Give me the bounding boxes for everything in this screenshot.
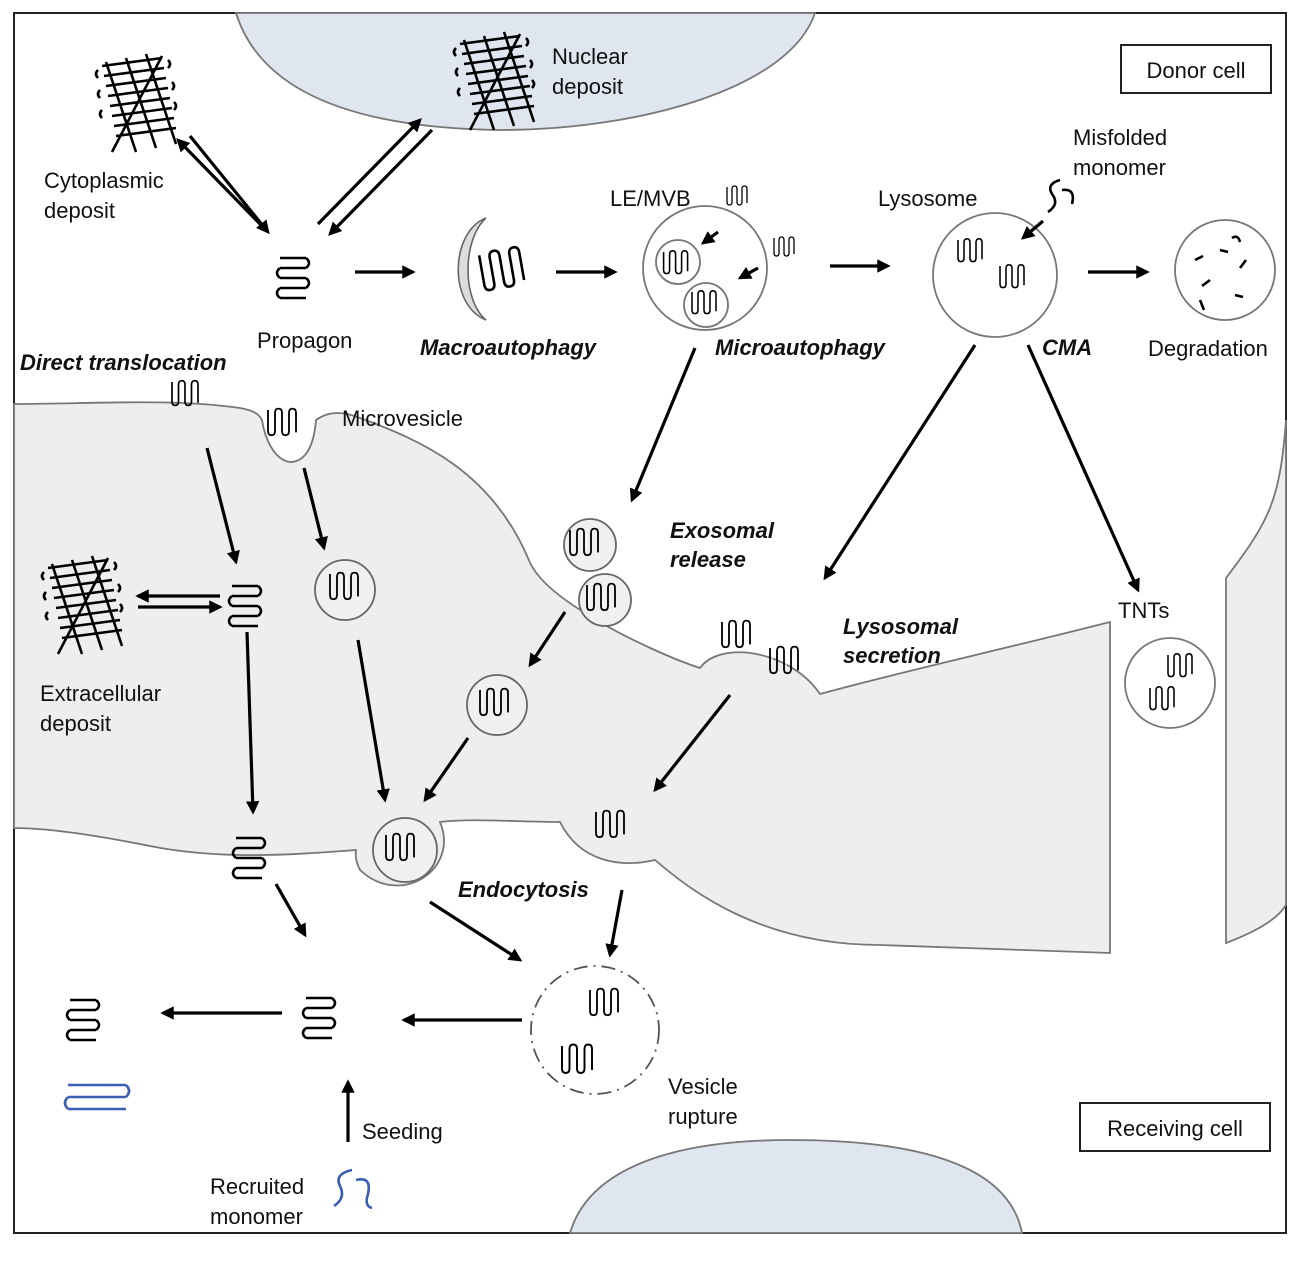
misfolded-monomer-label-2: monomer — [1073, 155, 1166, 180]
donor-cell-box — [1120, 44, 1272, 94]
extracellular-deposit-label-1: Extracellular — [40, 681, 161, 706]
phagophore — [457, 217, 487, 321]
degradation-fragments — [1194, 235, 1248, 311]
lysosome-label: Lysosome — [878, 186, 977, 211]
released-exosome — [466, 674, 528, 736]
receiving-nucleus — [568, 1139, 1024, 1234]
cytoplasmic-deposit-label-1: Cytoplasmic — [44, 168, 164, 193]
receiving-cell-body — [13, 401, 1111, 954]
pathway-arrows — [135, 118, 1150, 1142]
misfolded-monomer — [1047, 178, 1075, 214]
propagon-label: Propagon — [257, 328, 352, 353]
mvb-intraluminal-vesicle-2 — [683, 282, 729, 328]
ruptured-vesicle-fibril-1 — [589, 987, 619, 1017]
tnts-label: TNTs — [1118, 598, 1169, 623]
seed-fibril — [301, 996, 337, 1040]
extracellular-deposit-label-2: deposit — [40, 711, 111, 736]
microvesicle — [314, 559, 376, 621]
microautophagy-label: Microautophagy — [715, 335, 887, 360]
propagon-fibril — [275, 256, 311, 300]
le-mvb-label: LE/MVB — [610, 186, 691, 211]
growing-fibril — [65, 998, 101, 1042]
cma-label: CMA — [1042, 335, 1092, 360]
mvb-fibril-2 — [691, 290, 717, 315]
donor-cell-label: Donor cell — [1146, 58, 1245, 83]
mvb-intraluminal-vesicle-1 — [655, 239, 701, 285]
nuclear-deposit-label-1: Nuclear — [552, 44, 628, 69]
lysosomal-secretion-label-1: Lysosomal — [843, 614, 959, 639]
degradation-vesicle — [1174, 219, 1276, 321]
nuclear-deposit-label-2: deposit — [552, 74, 623, 99]
vesicle-rupture-label-2: rupture — [668, 1104, 738, 1129]
le-mvb — [642, 205, 768, 331]
lysosomal-secretion-fibril-1 — [721, 619, 751, 649]
donor-nucleus — [234, 12, 817, 131]
seeding-label: Seeding — [362, 1119, 443, 1144]
ruptured-vesicle — [530, 965, 660, 1095]
exosome-2 — [578, 573, 632, 627]
degradation-label: Degradation — [1148, 336, 1268, 361]
lysosome — [932, 212, 1058, 338]
cytoplasmic-deposit-label-2: deposit — [44, 198, 115, 223]
mvb-invaginating-fibril — [773, 236, 795, 257]
microvesicle-label: Microvesicle — [342, 406, 463, 431]
mvb-fibril-1 — [662, 250, 689, 275]
receiving-cell-box — [1079, 1102, 1271, 1152]
lysosome-fibril-2 — [999, 264, 1025, 289]
ruptured-vesicle-fibril-2 — [561, 1043, 593, 1074]
vesicle-rupture-label-1: Vesicle — [668, 1074, 738, 1099]
receiving-cell-label: Receiving cell — [1107, 1116, 1243, 1141]
microvesicle-budding-fibril — [267, 407, 297, 437]
recruited-fibril-layer — [63, 1083, 131, 1111]
recruited-monomer-label-1: Recruited — [210, 1174, 304, 1199]
tnt-fibril-2 — [1149, 686, 1175, 711]
recruited-monomer — [333, 1168, 373, 1210]
neighbor-cell-edge — [1225, 419, 1287, 945]
lysosome-fibril-1 — [957, 238, 983, 263]
mvb-entering-fibril — [726, 185, 748, 206]
endocytosis-label: Endocytosis — [458, 877, 589, 902]
direct-translocation-fibril — [171, 379, 199, 407]
macroautophagy-fibril — [477, 245, 527, 293]
tnt-vesicle — [1124, 637, 1216, 729]
direct-translocation-label: Direct translocation — [20, 350, 227, 375]
misfolded-monomer-label-1: Misfolded — [1073, 125, 1167, 150]
tnt-fibril-1 — [1167, 653, 1193, 678]
lysosomal-secretion-label-2: secretion — [843, 643, 941, 668]
recruited-monomer-label-2: monomer — [210, 1204, 303, 1229]
endocytic-vesicle — [372, 817, 438, 883]
exosomal-release-label-2: release — [670, 547, 746, 572]
exosomal-release-label-1: Exosomal — [670, 518, 775, 543]
macroautophagy-label: Macroautophagy — [420, 335, 598, 360]
cytoplasmic-deposit-fibril — [94, 52, 178, 154]
